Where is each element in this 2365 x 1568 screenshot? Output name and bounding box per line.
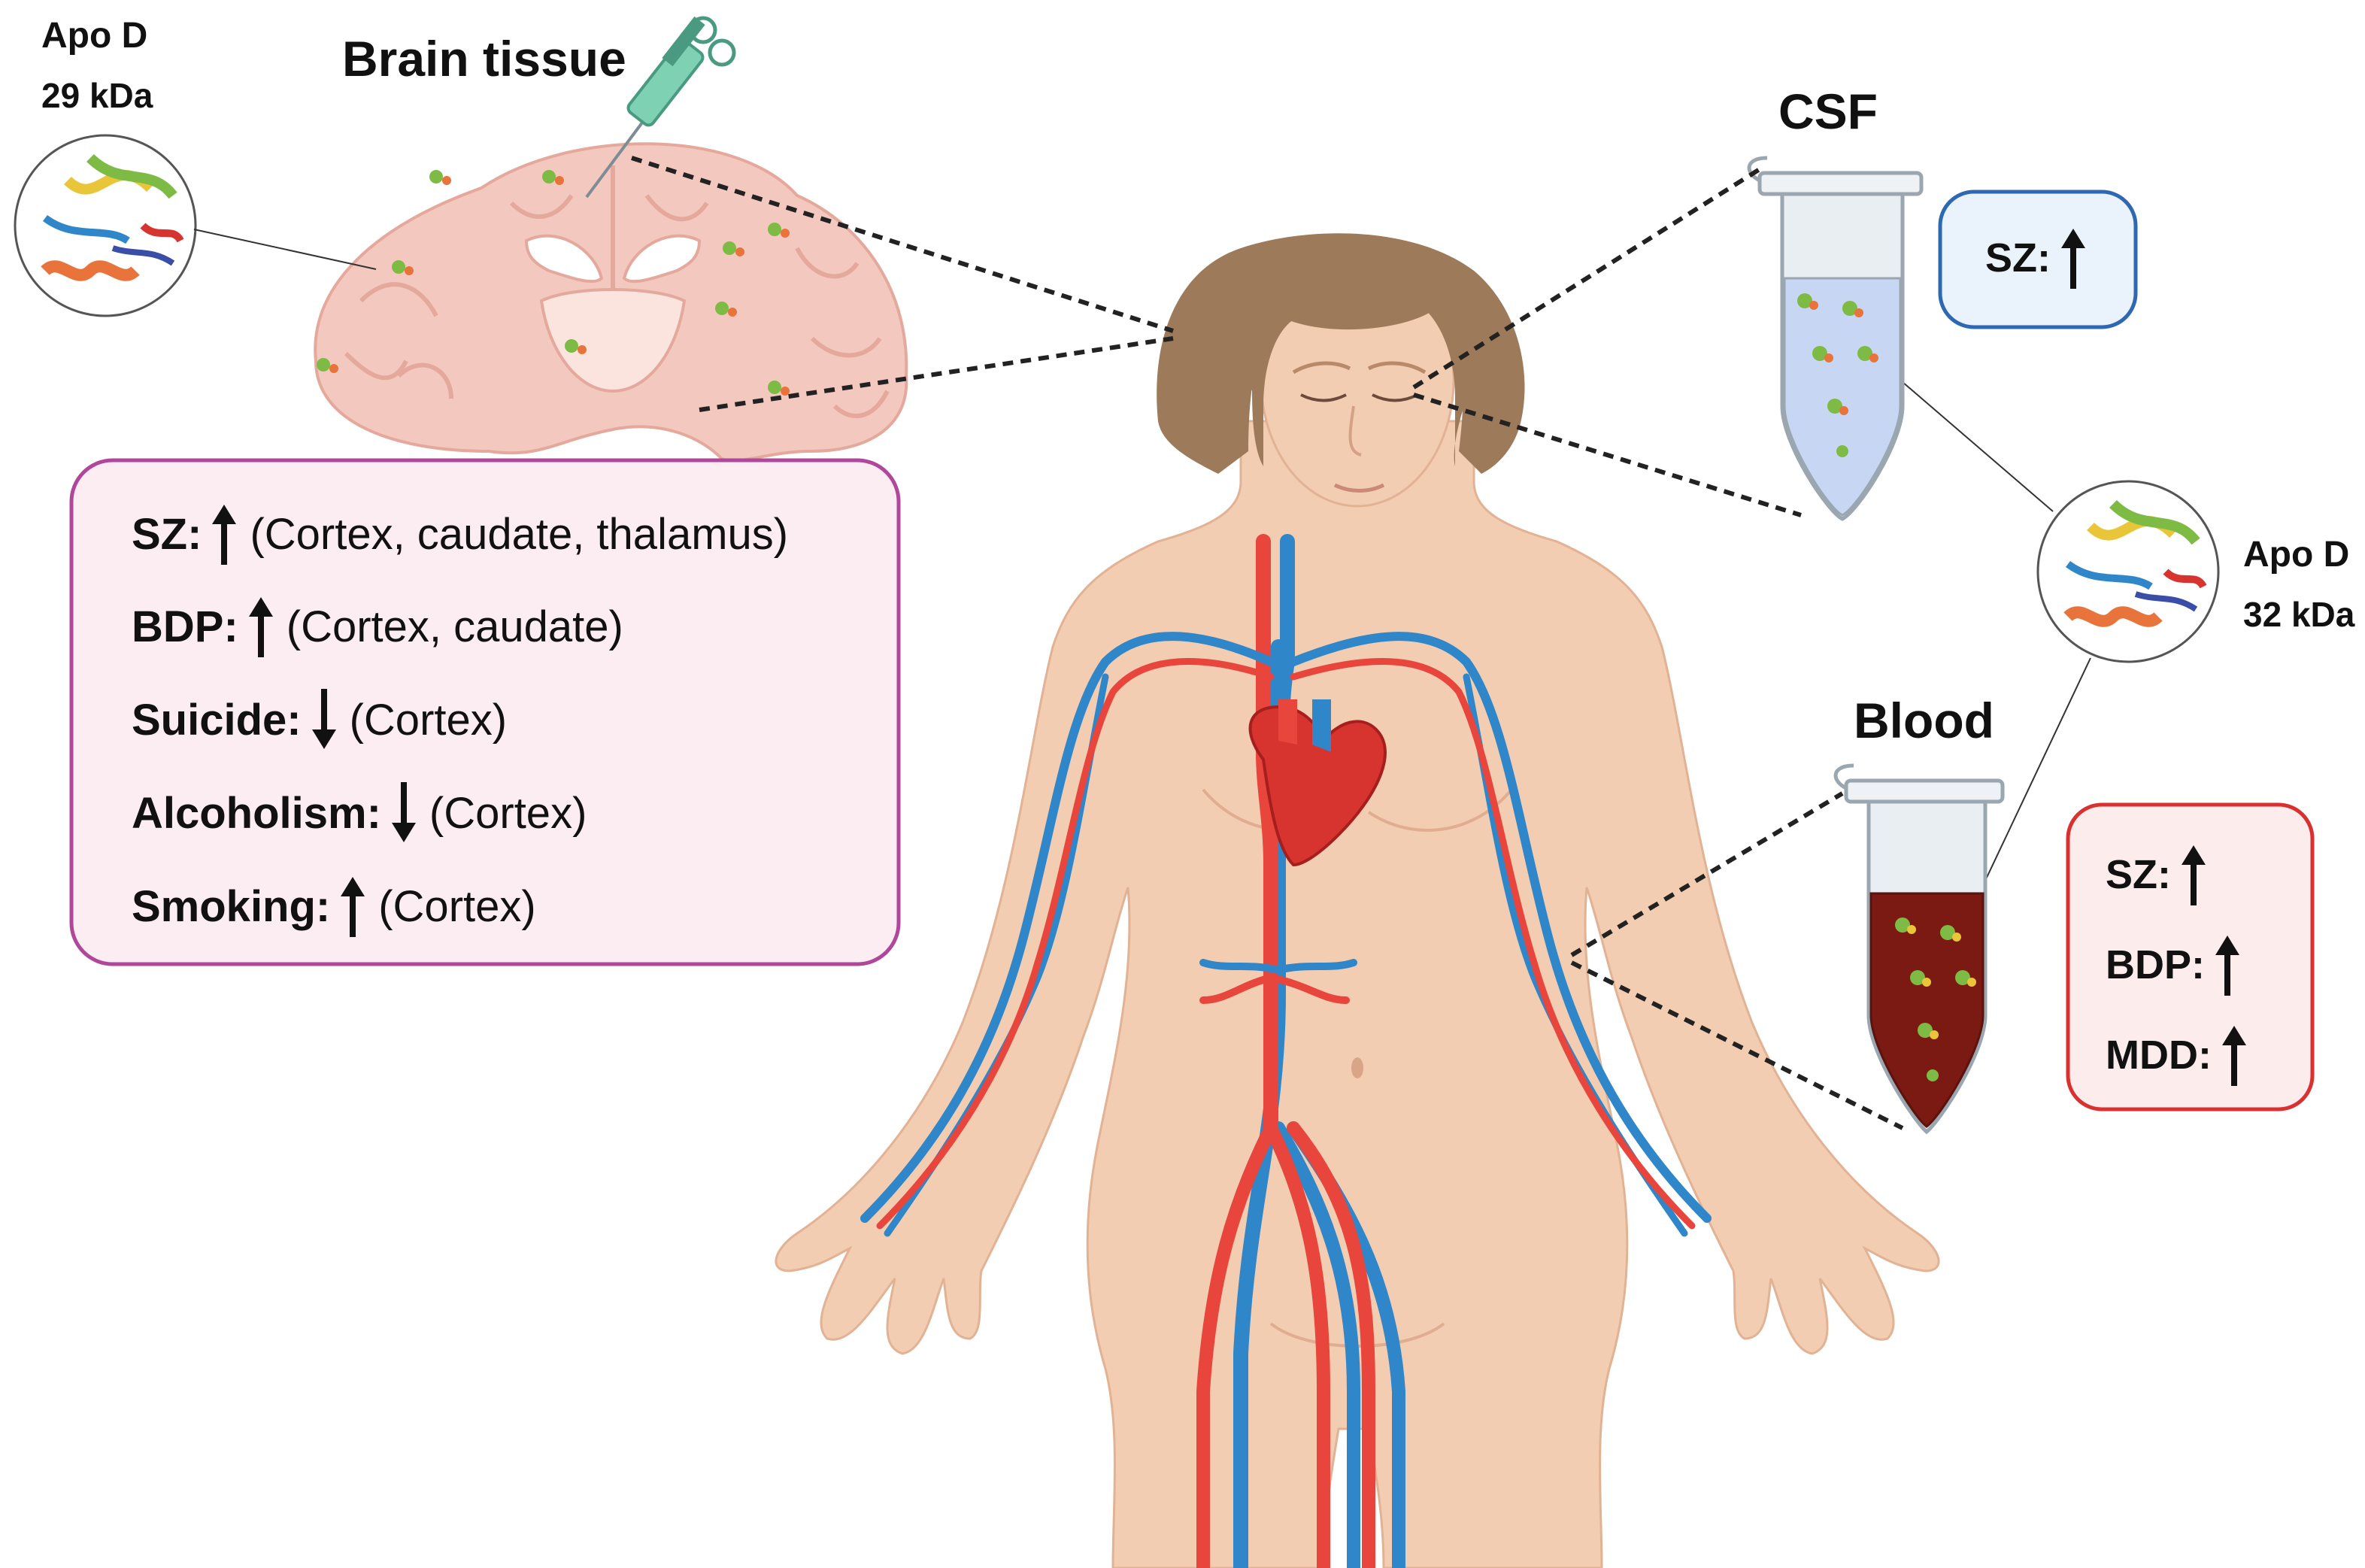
arrow-up-icon — [248, 597, 273, 657]
finding-detail: (Cortex) — [349, 695, 508, 745]
csf-label: CSF — [1778, 83, 1878, 139]
finding-label: BDP: — [2106, 942, 2205, 987]
tube-icon — [1833, 763, 2005, 1135]
blood-findings-list: SZ: BDP: MDD: — [2068, 805, 2312, 1109]
finding-row: MDD: — [2106, 1023, 2260, 1087]
finding-row: SZ: — [2106, 842, 2219, 907]
finding-label: Suicide: — [132, 695, 302, 745]
finding-row: SZ: (Cortex, caudate, thalamus) — [132, 502, 788, 566]
apod-right-name: Apo D — [2243, 535, 2350, 575]
brain-icon — [314, 142, 908, 463]
finding-label: SZ: — [2106, 852, 2171, 897]
dashed-connectors — [631, 156, 1904, 1130]
arrow-up-icon — [2215, 936, 2239, 996]
finding-label: MDD: — [2106, 1033, 2212, 1078]
heart-icon — [1248, 699, 1387, 867]
protein-structure-icon — [2036, 480, 2220, 663]
arrow-up-icon — [2061, 229, 2085, 289]
apod-right-mass: 32 kDa — [2243, 595, 2355, 634]
syringe-icon — [585, 16, 736, 199]
arrow-up-icon — [2182, 845, 2206, 905]
csf-findings-list: SZ: — [1940, 192, 2136, 327]
finding-label: BDP: — [132, 602, 238, 651]
arrow-down-icon — [391, 782, 416, 842]
finding-row: BDP: (Cortex, caudate) — [132, 594, 623, 659]
finding-label: SZ: — [132, 509, 202, 559]
finding-label: Alcoholism: — [132, 788, 381, 838]
csf-findings-box — [1938, 190, 2138, 329]
brain-findings-box — [69, 458, 901, 966]
arrow-up-icon — [341, 877, 365, 937]
human-body-icon — [775, 233, 1940, 1568]
finding-label: Smoking: — [132, 881, 331, 931]
blood-label: Blood — [1854, 693, 1994, 748]
connector-line — [193, 229, 377, 270]
arrow-up-icon — [2221, 1026, 2246, 1086]
finding-detail: (Cortex, caudate, thalamus) — [250, 509, 789, 559]
brain-tissue-label: Brain tissue — [342, 31, 626, 86]
tube-icon — [1747, 156, 1924, 521]
brain-findings-list: SZ: (Cortex, caudate, thalamus) BDP: (Co… — [71, 460, 899, 964]
finding-detail: (Cortex) — [378, 881, 536, 931]
apod-left-mass: 29 kDa — [41, 76, 153, 115]
finding-detail: (Cortex) — [429, 788, 587, 838]
finding-row: Alcoholism: (Cortex) — [132, 781, 587, 845]
protein-structure-icon — [14, 134, 197, 317]
apod-left-name: Apo D — [41, 16, 148, 56]
finding-label: SZ: — [1985, 235, 2051, 281]
finding-row: Suicide: (Cortex) — [132, 687, 507, 752]
finding-detail: (Cortex, caudate) — [286, 602, 623, 651]
finding-row: BDP: — [2106, 933, 2253, 997]
finding-row: SZ: — [1985, 226, 2099, 290]
blood-findings-box — [2066, 802, 2315, 1112]
finding-row: Smoking: (Cortex) — [132, 874, 536, 939]
arrow-down-icon — [311, 689, 336, 749]
arrow-up-icon — [212, 505, 237, 565]
